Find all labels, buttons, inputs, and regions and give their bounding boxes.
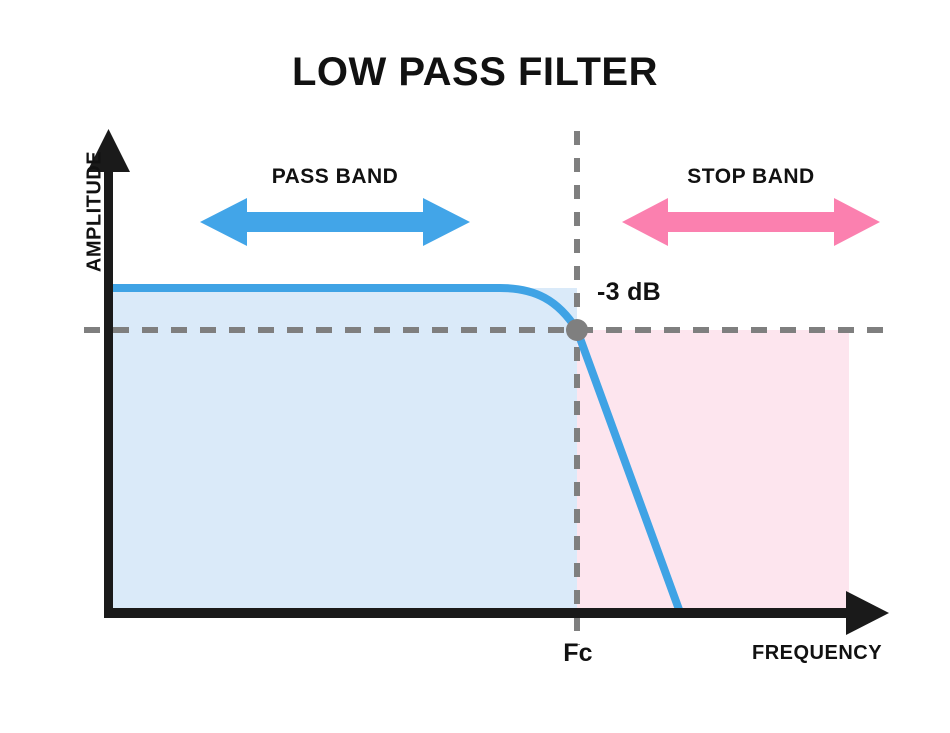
stop-band-fill xyxy=(577,330,849,613)
pass-band-fill xyxy=(113,288,577,613)
stop-band-label: STOP BAND xyxy=(687,165,815,188)
minus-3db-label: -3 dB xyxy=(597,278,661,306)
x-axis xyxy=(104,591,889,635)
pass-band-arrow xyxy=(200,198,470,246)
y-axis xyxy=(87,129,130,614)
pass-band-label: PASS BAND xyxy=(271,165,399,188)
stop-band-arrow xyxy=(622,198,880,246)
y-axis-label: AMPLITUDE xyxy=(83,150,106,273)
cutoff-frequency-label: Fc xyxy=(563,639,593,667)
cutoff-point-marker xyxy=(566,319,588,341)
x-axis-label: FREQUENCY xyxy=(752,642,883,664)
page-title: LOW PASS FILTER xyxy=(292,50,658,94)
